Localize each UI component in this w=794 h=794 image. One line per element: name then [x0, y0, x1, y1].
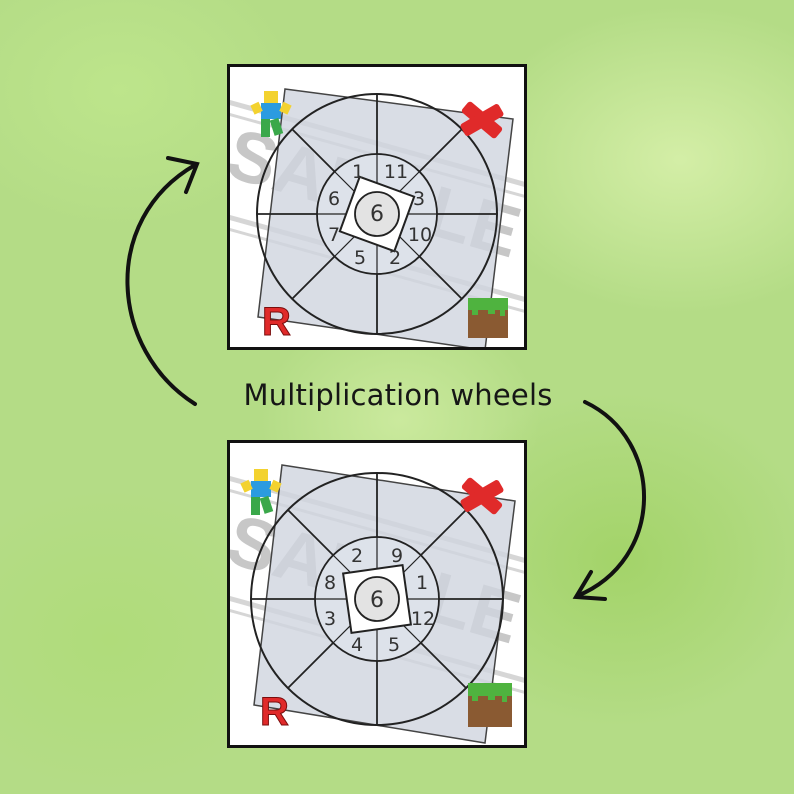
wheel-number: 10	[408, 224, 432, 246]
wheel-number: 5	[388, 634, 400, 656]
wheel-number: 1	[416, 572, 428, 594]
center-circle	[354, 191, 400, 237]
minecraft-grass-block-icon	[468, 683, 512, 727]
wheel-number: 6	[328, 188, 340, 210]
wheel-number: 11	[384, 161, 408, 183]
wheel-number: 3	[413, 188, 425, 210]
svg-text:R: R	[260, 690, 289, 734]
wheel-number: 12	[411, 608, 435, 630]
wheel-card-top: SAMPLE 6 1 11 3 10 2 5 7	[227, 64, 527, 350]
center-number: 6	[370, 588, 384, 613]
wheel-number: 2	[351, 545, 363, 567]
caption: Multiplication wheels	[243, 378, 553, 412]
wheel-number: 2	[389, 247, 401, 269]
svg-text:R: R	[262, 300, 291, 344]
center-number: 6	[370, 202, 384, 227]
wheel-number: 5	[354, 247, 366, 269]
wheel-number: 8	[324, 572, 336, 594]
center-circle	[354, 576, 400, 622]
roblox-r-logo-icon: R	[262, 300, 292, 345]
wheel-graphic: SAMPLE 6 1 11 3 10 2 5 7	[230, 88, 524, 347]
minecraft-grass-block-icon	[468, 298, 508, 338]
roblox-noob-icon	[250, 91, 292, 137]
roblox-r-logo-icon: R	[260, 690, 290, 735]
red-x-icon	[460, 101, 504, 139]
curved-arrow-left-icon	[125, 156, 200, 406]
wheel-card-bottom: SAMPLE 6 9 1 12 5 4 3 8 2	[227, 440, 527, 748]
spokes	[257, 94, 497, 334]
red-x-icon	[460, 477, 504, 515]
wheel-number: 3	[324, 608, 336, 630]
roblox-noob-icon	[240, 469, 282, 515]
wheel-number: 1	[352, 161, 364, 183]
wheel-number: 4	[351, 634, 363, 656]
wheel-number: 9	[391, 545, 403, 567]
wheel-number: 7	[328, 224, 340, 246]
wheel-graphic: SAMPLE 6 9 1 12 5 4 3 8 2	[230, 464, 524, 744]
spokes	[251, 473, 503, 725]
curved-arrow-right-icon	[572, 400, 646, 601]
